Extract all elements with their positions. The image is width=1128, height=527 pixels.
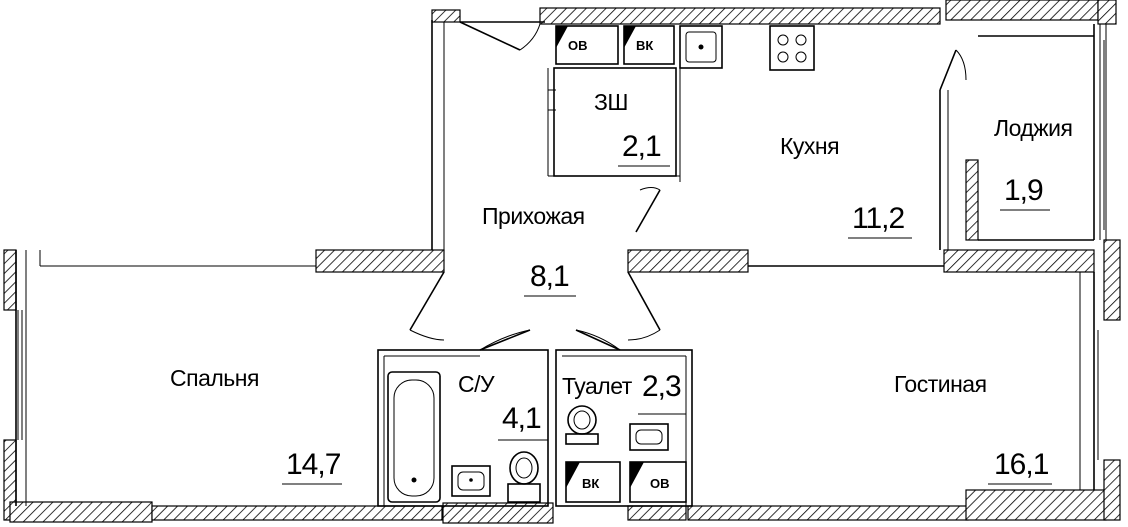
toilet-vk-label: ВК [582,476,599,491]
toilet-ov-label: ОВ [650,476,670,491]
room-label-loggia: Лоджия [994,115,1073,141]
room-bedroom: Спальня 14,7 [170,365,342,485]
kitchen-ov-tag: ОВ [555,25,619,65]
partition-walls [15,20,1107,507]
room-label-bathroom: С/У [458,371,495,397]
load-bearing-walls [3,0,1121,524]
room-label-living: Гостиная [894,371,987,397]
kitchen-ov-label: ОВ [568,38,588,53]
room-living: Гостиная 16,1 [894,371,1052,485]
bathroom-washbasin-icon [451,465,491,497]
doors [409,21,967,351]
room-hall: Прихожая 8,1 [482,203,585,297]
room-area-toilet: 2,3 [642,370,681,403]
room-label-toilet: Туалет [562,373,633,399]
bathtub-icon [387,371,441,503]
room-label-bedroom: Спальня [170,365,259,391]
room-area-loggia: 1,9 [1004,174,1043,207]
toilet-vk-tag: ВК [565,461,621,503]
room-area-closet: 2,1 [622,130,661,163]
room-label-kitchen: Кухня [780,133,839,159]
toilet-toilet-icon [565,405,599,445]
kitchen-sink-icon [679,25,723,69]
kitchen-vk-tag: ВК [623,25,675,65]
bathroom-toilet-icon [507,451,541,503]
room-label-hall: Прихожая [482,203,585,229]
room-area-living: 16,1 [994,448,1049,481]
room-area-hall: 8,1 [530,260,569,293]
room-area-kitchen: 11,2 [852,202,904,235]
room-label-closet: ЗШ [594,89,628,115]
room-bathroom: С/У 4,1 [458,371,548,441]
room-loggia: Лоджия 1,9 [994,115,1073,211]
stove-icon [769,25,815,71]
toilet-washbasin-icon [629,423,669,451]
room-area-bathroom: 4,1 [502,402,541,435]
room-kitchen: Кухня 11,2 [780,133,912,239]
toilet-ov-tag: ОВ [629,461,687,503]
room-closet: ЗШ 2,1 [594,89,670,167]
kitchen-vk-label: ВК [636,38,653,53]
room-toilet: Туалет 2,3 [562,370,686,415]
room-area-bedroom: 14,7 [286,448,341,481]
